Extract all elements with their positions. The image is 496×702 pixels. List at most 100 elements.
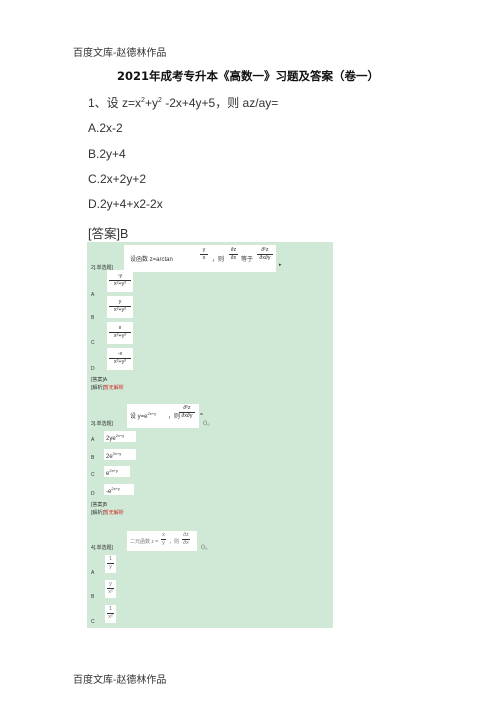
q2-opt-c-letter: C: [91, 340, 95, 346]
q4-opt-a-letter: A: [91, 570, 95, 576]
q2-label: 2[.单选题]: [91, 265, 113, 271]
q3-opt-b-letter: B: [91, 455, 95, 461]
q1-option-d: D.2y+4+x2-2x: [88, 197, 163, 211]
q1-exp-1: 2: [141, 97, 145, 104]
q1-stem-mid1: +y: [144, 96, 158, 110]
q3-opt-b: 2e2x+y: [106, 451, 121, 460]
q3-d2-num: ∂²z: [183, 405, 191, 411]
q2-analysis-link[interactable]: 暂无解析: [103, 385, 124, 391]
q4-opt-a-num: 1: [108, 556, 113, 562]
q2-opt-d-frac: -x x²+y²: [108, 351, 132, 366]
q3-opt-c-box: e2x+y: [104, 466, 130, 477]
q3-opt-c-sup: 2x+y: [109, 468, 118, 473]
q3-tail: （）。: [200, 421, 213, 427]
q3-opt-a: 2ye2x+y: [106, 433, 124, 442]
q2-opt-a-num: -y: [117, 273, 123, 279]
q2-opt-a-frac: -y x²+y²: [108, 273, 132, 288]
q1-stem: 1、设 z=x2+y2 -2x+4y+5，则 az/ay=: [88, 94, 278, 111]
q2-d2-num: ∂²z: [261, 247, 269, 253]
q4-opt-c-box: 1 x²: [105, 605, 116, 623]
q2-opt-c-den: x²+y²: [113, 333, 127, 339]
q3-opt-d-sup: 2x+y: [111, 486, 120, 491]
q4-opt-b-frac: y x²: [106, 581, 115, 596]
q2-opt-a-letter: A: [91, 292, 95, 298]
q4-opt-a-den: y: [109, 564, 112, 570]
q2-opt-a-den: x²+y²: [113, 281, 127, 287]
q4-opt-a-frac: 1 y: [106, 556, 115, 571]
q2-opt-c-num: x: [118, 325, 122, 331]
q4-opt-b-den: x²: [108, 589, 113, 595]
q3-label: 3[.单选题]: [91, 421, 113, 427]
q4-opt-a-box: 1 y: [105, 555, 116, 573]
q4-label: 4[.单选题]: [91, 545, 113, 551]
frac-line: [200, 254, 208, 255]
q2-opt-a-box: -y x²+y²: [107, 270, 133, 292]
screenshot-panel: 2[.单选题] 设函数 z=arctan y x ，则 ∂z ∂x 等于（ ） …: [87, 242, 333, 628]
frac-line: [179, 412, 195, 413]
q2-opt-b-den: x²+y²: [113, 307, 127, 313]
q4-tail: （）。: [198, 545, 211, 551]
q2-dz-den: ∂x: [230, 255, 237, 261]
q3-opt-a-text: 2ye: [106, 436, 116, 442]
q2-opt-d-box: -x x²+y²: [107, 348, 133, 370]
q1-stem-prefix: 1、设 z=x: [88, 96, 142, 110]
q3-then: ，则: [168, 414, 181, 420]
page-title: 2021年成考专升本《高数一》习题及答案（卷一）: [116, 69, 379, 83]
page-header: 百度文库-赵德林作品: [73, 48, 167, 59]
q1-option-c: C.2x+2y+2: [88, 172, 147, 186]
q2-dz-frac: ∂z ∂x: [228, 247, 239, 262]
q3-analysis-link[interactable]: 暂无解析: [103, 510, 124, 516]
q4-xy-frac: x y: [160, 532, 167, 547]
q1-stem-mid2: -2x+4y+5，则 az/ay=: [161, 96, 279, 110]
q4-opt-c-den: x²: [108, 614, 113, 620]
q4-opt-b-letter: B: [91, 594, 95, 600]
q2-frac-yx: y x: [199, 247, 209, 262]
frac-line: [109, 306, 131, 307]
q3-opt-b-sup: 2x+y: [112, 451, 122, 456]
frac-line: [107, 588, 114, 589]
q4-formula: 二元函数 z =: [130, 539, 159, 545]
q1-option-a: A.2x-2: [88, 121, 123, 135]
q3-opt-c-text: e: [106, 471, 110, 477]
q4-opt-c-frac: 1 x²: [106, 606, 115, 621]
q2-opt-d-letter: D: [91, 366, 95, 372]
q3-opt-c-letter: C: [91, 472, 95, 478]
q4-dz-frac: ∂z ∂x: [181, 532, 191, 547]
q2-dz-num: ∂z: [230, 247, 237, 253]
q3-formula: 设 y=e2x+y: [130, 411, 156, 420]
q3-opt-a-letter: A: [91, 437, 95, 443]
q2-opt-b-letter: B: [91, 315, 95, 321]
page-footer: 百度文库-赵德林作品: [73, 675, 167, 686]
q3-opt-a-sup: 2x+y: [115, 433, 125, 438]
q2-analysis: [解析]暂无解析: [91, 384, 124, 391]
frac-line: [109, 358, 131, 359]
q4-opt-b-num: y: [109, 581, 112, 587]
frac-line: [107, 613, 114, 614]
q2-analysis-label: [解析]: [91, 385, 104, 391]
frac-line: [257, 254, 273, 255]
q1-answer: [答案]B: [88, 227, 129, 241]
q2-d2-frac: ∂²z ∂x∂y: [256, 247, 274, 262]
q2-opt-b-box: y x²+y²: [107, 296, 133, 318]
q3-answer: [答案]B: [91, 502, 108, 508]
frac-line: [182, 539, 190, 540]
q3-opt-d-box: -e2x+y: [104, 484, 134, 495]
q3-formula-box: 设 y=e2x+y ，则 ∂²z ∂x∂y: [127, 404, 199, 428]
q2-answer: [答案]A: [91, 377, 108, 383]
q4-fx: x: [162, 532, 165, 538]
frac-line: [229, 254, 238, 255]
q2-d2-box: ∂²z ∂x∂y: [256, 245, 276, 272]
q2-formula-box: 设函数 z=arctan y x ，则 ∂z ∂x 等于（ ）: [124, 245, 276, 272]
frac-line: [107, 563, 114, 564]
q3-formula-text: 设 y=e: [130, 414, 148, 420]
q4-dz-num: ∂z: [183, 532, 189, 538]
q1-option-b: B.2y+4: [88, 147, 126, 161]
q2-formula: 设函数 z=arctan: [130, 257, 173, 263]
q4-fy: y: [162, 540, 165, 546]
q3-eq: =: [200, 412, 203, 418]
q3-d2-den: ∂x∂y: [181, 413, 193, 419]
q2-opt-d-num: -x: [117, 351, 123, 357]
q3-d2-frac: ∂²z ∂x∂y: [178, 405, 196, 420]
frac-line: [109, 332, 131, 333]
q3-opt-d-letter: D: [91, 491, 95, 497]
